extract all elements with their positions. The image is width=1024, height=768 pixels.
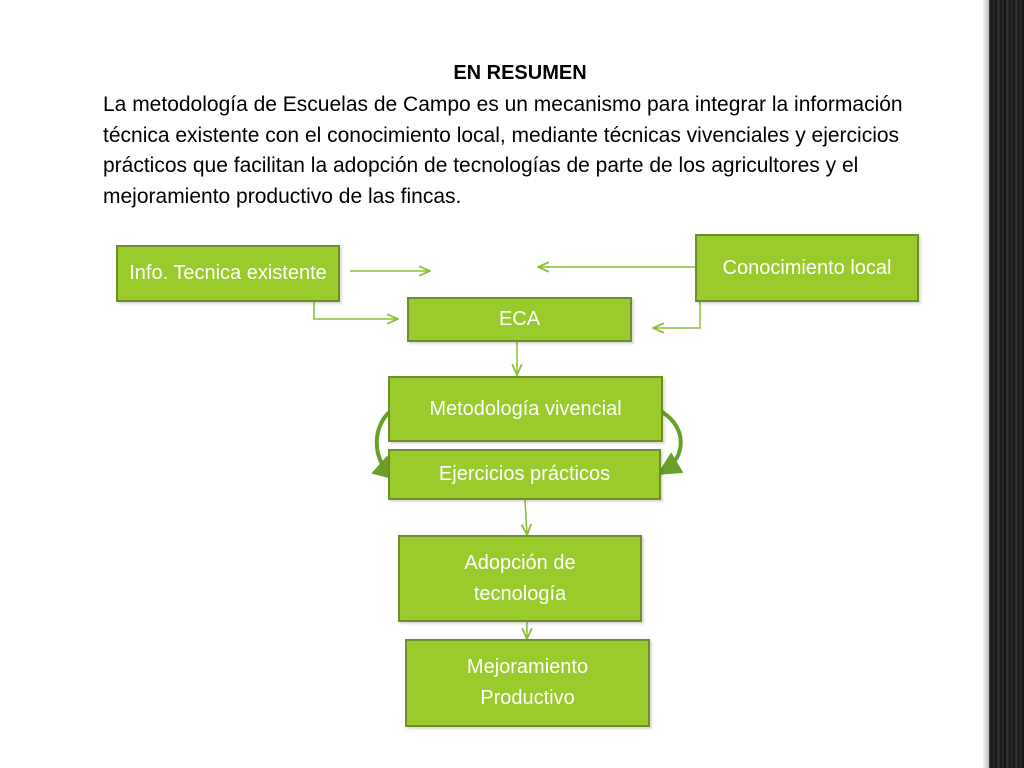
- mejoramiento-productivo-label: Mejoramiento Productivo: [466, 656, 589, 709]
- summary-paragraph: La metodología de Escuelas de Campo es u…: [103, 93, 903, 208]
- connector-info-to-eca: [313, 302, 398, 319]
- adopcion-tecnologia-box: Adopción de tecnología: [398, 535, 642, 622]
- mejoramiento-productivo-box: Mejoramiento Productivo: [405, 639, 650, 727]
- ejercicios-practicos-box: Ejercicios prácticos: [388, 449, 661, 500]
- arrow-ejercicios-to-adopcion: [525, 499, 527, 535]
- metodologia-vivencial-label: Metodología vivencial: [429, 397, 622, 420]
- decorative-side-border: [983, 0, 1024, 768]
- info-tecnica-label: Info. Tecnica existente: [129, 262, 327, 284]
- metodologia-vivencial-box: Metodología vivencial: [388, 376, 663, 442]
- slide-title: EN RESUMEN: [453, 62, 587, 84]
- curved-arrow-right: [656, 410, 684, 475]
- side-border-edge: [983, 0, 989, 768]
- ejercicios-practicos-label: Ejercicios prácticos: [438, 463, 611, 485]
- conocimiento-local-label: Conocimiento local: [722, 256, 892, 279]
- connector-conocimiento-to-eca: [653, 302, 701, 328]
- adopcion-tecnologia-label: Adopción de tecnología: [464, 551, 576, 605]
- eca-label: ECA: [498, 308, 541, 330]
- eca-box: ECA: [407, 297, 632, 342]
- conocimiento-local-box: Conocimiento local: [695, 234, 919, 302]
- info-tecnica-box: Info. Tecnica existente: [116, 245, 340, 302]
